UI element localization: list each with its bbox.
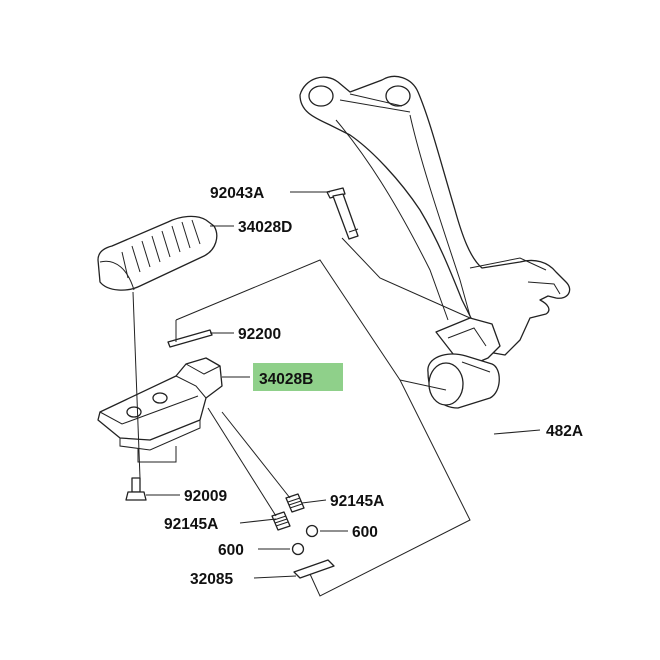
- label-92043A[interactable]: 92043A: [210, 185, 264, 202]
- label-92009[interactable]: 92009: [184, 488, 227, 505]
- label-92145A-left[interactable]: 92145A: [164, 516, 218, 533]
- plate-32085: [293, 559, 335, 579]
- leader-lines: [146, 191, 541, 579]
- label-32085[interactable]: 32085: [190, 571, 233, 588]
- label-482A[interactable]: 482A: [546, 423, 583, 440]
- ball-600-right: [305, 524, 319, 538]
- footpeg-rubber-34028D: [97, 215, 218, 291]
- label-600-left[interactable]: 600: [218, 542, 244, 559]
- part-labels: 92043A 34028D 92200 34028B 482A 92009 92…: [164, 185, 583, 588]
- bracket-holder: [299, 75, 571, 409]
- label-92145A-right[interactable]: 92145A: [330, 493, 384, 510]
- pin-92200: [167, 329, 213, 348]
- label-600-right[interactable]: 600: [352, 524, 378, 541]
- footpeg-body-34028B: [97, 357, 223, 451]
- spring-92145A-left: [271, 511, 291, 531]
- spring-92145A-right: [285, 493, 305, 513]
- label-34028D[interactable]: 34028D: [238, 219, 292, 236]
- bolt-92009: [125, 477, 147, 501]
- pin-92043A: [326, 187, 359, 240]
- assembly-guide-lines: [132, 237, 471, 597]
- selected-part-highlight: [253, 363, 343, 391]
- label-92200[interactable]: 92200: [238, 326, 281, 343]
- ball-600-left: [291, 542, 305, 556]
- label-34028B[interactable]: 34028B: [259, 371, 313, 388]
